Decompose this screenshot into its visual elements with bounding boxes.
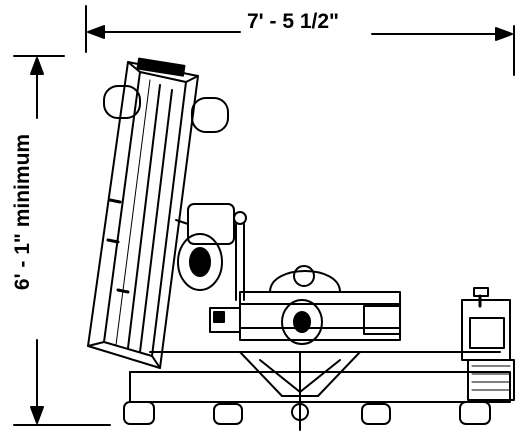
drive-motor bbox=[175, 203, 247, 301]
deck-roller-wheels bbox=[103, 85, 229, 133]
height-dimension-line bbox=[13, 55, 111, 426]
chassis-frame bbox=[129, 351, 511, 403]
height-dimension-label: 6' - 1" minimum bbox=[11, 127, 35, 297]
central-gearbox bbox=[209, 265, 401, 345]
width-dimension-line bbox=[85, 5, 515, 76]
tilted-cutting-deck bbox=[87, 57, 199, 369]
width-dimension-label: 7' - 5 1/2" bbox=[243, 10, 343, 34]
caster-wheels bbox=[123, 395, 491, 431]
control-box bbox=[461, 287, 515, 401]
